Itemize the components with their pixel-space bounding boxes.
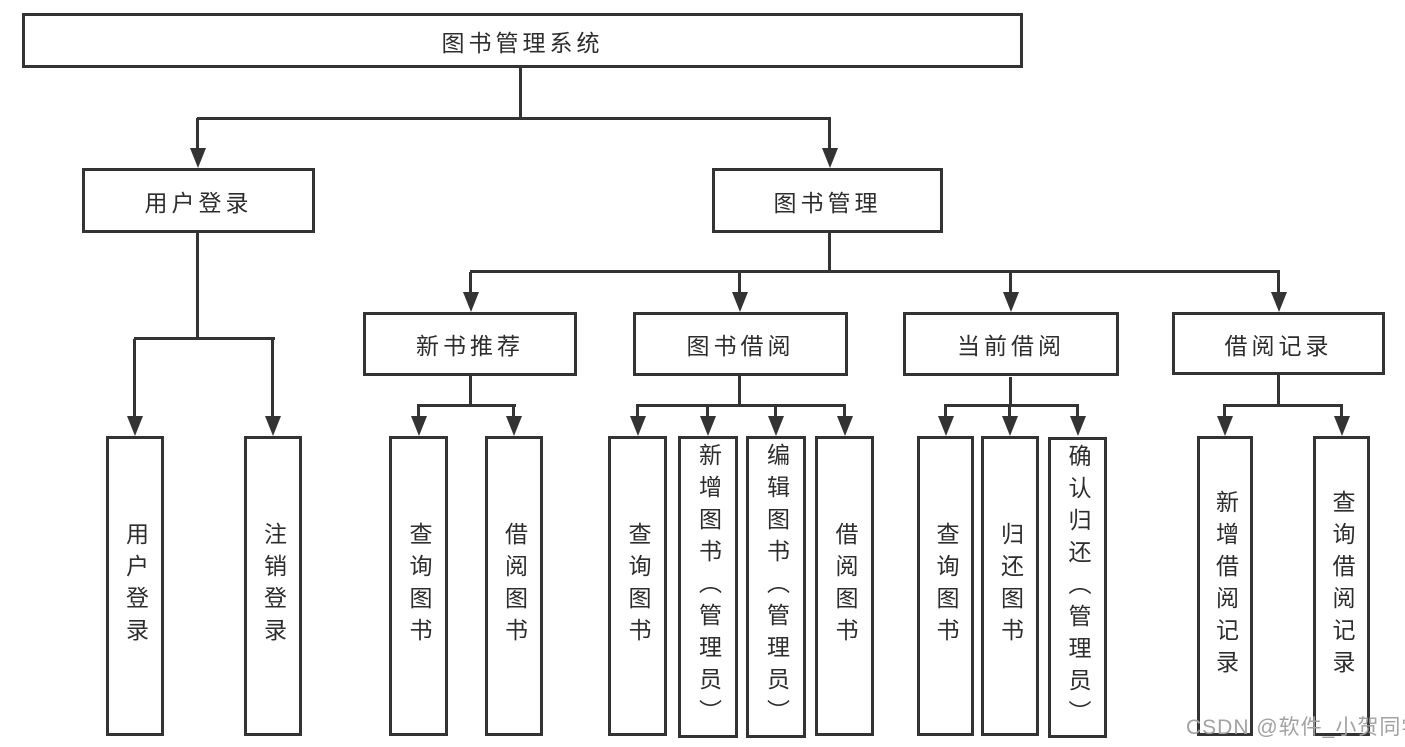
- leaf-edit-book-admin: 编辑图书（管理员）: [746, 436, 806, 738]
- node-label: 图书管理: [773, 189, 882, 216]
- connector-arrow-to-query-books-2: [629, 406, 646, 436]
- connector-arrow-to-query-borrow-record: [1333, 406, 1350, 436]
- node-label: 归还图书: [997, 522, 1024, 650]
- node-label: 查询图书: [625, 522, 651, 650]
- connector-rail-current-borrowing: [944, 404, 1079, 407]
- connector-arrow-to-add-borrow-record: [1216, 406, 1233, 436]
- node-label: 查询图书: [933, 522, 959, 650]
- connector-arrow-to-book-borrowing: [731, 272, 748, 312]
- node-borrowing-records: 借阅记录: [1172, 312, 1385, 375]
- connector-rail-user-login: [134, 337, 275, 340]
- node-label: 借阅图书: [501, 522, 528, 650]
- connector-arrow-to-logout-leaf: [264, 339, 281, 436]
- connector-rail-new-book-recommend: [417, 404, 516, 407]
- node-current-borrowing: 当前借阅: [903, 312, 1119, 376]
- connector-arrow-to-borrow-books-2: [836, 406, 853, 436]
- connector-stem-current-borrowing: [1009, 377, 1012, 407]
- node-book-management: 图书管理: [712, 168, 943, 233]
- leaf-add-borrow-record: 新增借阅记录: [1197, 436, 1253, 736]
- node-new-book-recommend: 新书推荐: [363, 312, 577, 376]
- connector-stem-new-book-recommend: [469, 376, 472, 407]
- leaf-borrow-books-recommend: 借阅图书: [485, 436, 543, 736]
- connector-stem-book-borrowing: [738, 376, 741, 407]
- connector-stem-book-management: [828, 233, 831, 273]
- leaf-query-books-borrowing: 查询图书: [608, 436, 667, 736]
- node-user-login: 用户登录: [82, 168, 315, 233]
- connector-arrow-to-edit-book: [767, 406, 784, 436]
- node-label: 查询图书: [406, 522, 432, 650]
- node-label: 用户登录: [122, 522, 149, 650]
- connector-stem-user-login: [196, 233, 199, 340]
- connector-stem-root: [519, 68, 522, 120]
- node-label: 借阅记录: [1224, 332, 1333, 359]
- node-library-management-system: 图书管理系统: [22, 13, 1023, 68]
- node-book-borrowing: 图书借阅: [633, 312, 848, 376]
- connector-arrow-to-confirm-return: [1069, 406, 1086, 436]
- connector-arrow-to-book-management: [821, 118, 838, 168]
- node-label: 新增借阅记录: [1212, 490, 1239, 682]
- leaf-query-books-current: 查询图书: [917, 436, 974, 736]
- leaf-logout: 注销登录: [244, 436, 302, 736]
- connector-arrow-to-borrowing-records: [1270, 272, 1287, 312]
- node-label: 查询借阅记录: [1329, 490, 1355, 682]
- node-label: 确认归还（管理员）: [1065, 443, 1091, 732]
- leaf-query-books-recommend: 查询图书: [389, 436, 448, 736]
- connector-arrow-to-add-book: [699, 406, 716, 436]
- connector-rail-root: [197, 117, 831, 120]
- leaf-user-login: 用户登录: [106, 436, 164, 736]
- connector-arrow-to-user-login: [189, 118, 206, 168]
- connector-arrow-to-query-books-1: [410, 406, 427, 436]
- connector-arrow-to-user-login-leaf: [126, 339, 143, 436]
- leaf-return-books: 归还图书: [981, 436, 1039, 736]
- connector-arrow-to-current-borrowing: [1002, 272, 1019, 312]
- leaf-query-borrow-record: 查询借阅记录: [1313, 436, 1370, 736]
- node-label: 注销登录: [260, 522, 287, 650]
- node-label: 图书借阅: [686, 333, 795, 359]
- node-label: 新增图书（管理员）: [695, 443, 722, 731]
- node-label: 当前借阅: [957, 333, 1065, 359]
- leaf-add-book-admin: 新增图书（管理员）: [678, 436, 738, 738]
- leaf-borrow-books-borrowing: 借阅图书: [815, 436, 874, 736]
- csdn-watermark: CSDN @软件_小贺同学: [1186, 716, 1405, 739]
- connector-arrow-to-new-book-recommend: [462, 272, 479, 312]
- connector-stem-borrowing-records: [1277, 375, 1280, 407]
- node-label: 新书推荐: [416, 333, 524, 359]
- node-label: 借阅图书: [832, 522, 858, 650]
- node-label: 用户登录: [144, 189, 253, 216]
- connector-arrow-to-borrow-books-1: [505, 406, 522, 436]
- connector-rail-book-management: [470, 270, 1280, 273]
- node-label: 编辑图书（管理员）: [763, 443, 790, 731]
- leaf-confirm-return-admin: 确认归还（管理员）: [1048, 437, 1107, 738]
- node-label: 图书管理系统: [441, 29, 604, 56]
- connector-arrow-to-return-books: [1001, 406, 1018, 436]
- connector-rail-book-borrowing: [636, 404, 846, 407]
- connector-arrow-to-query-books-3: [937, 406, 954, 436]
- connector-rail-borrowing-records: [1223, 404, 1343, 407]
